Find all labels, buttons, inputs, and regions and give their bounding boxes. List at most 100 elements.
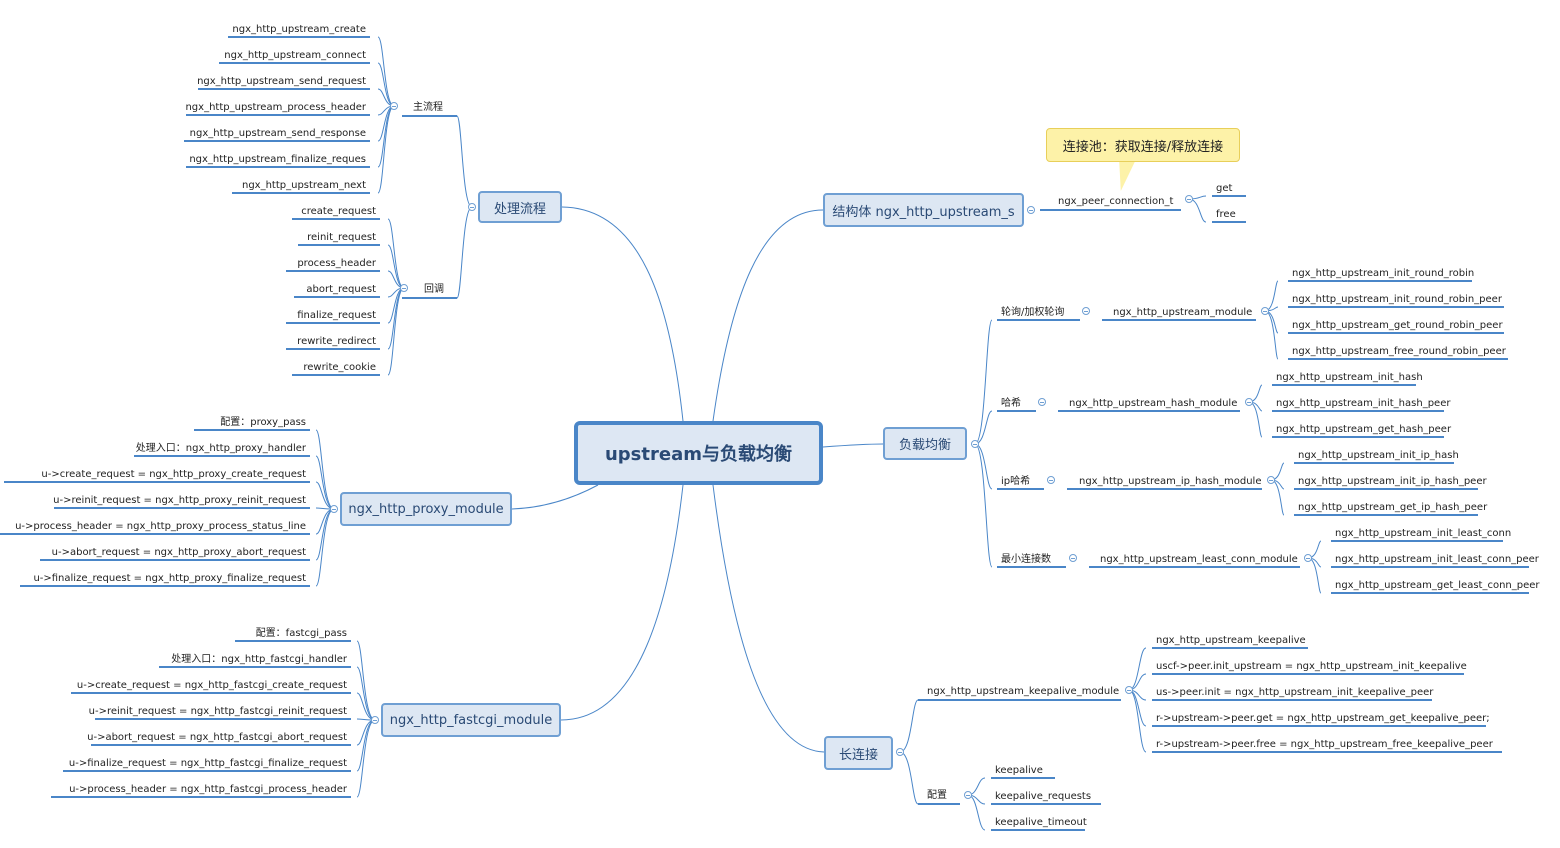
collapse-toggle-icon[interactable] <box>1027 206 1035 214</box>
keepalive-config-item[interactable]: keepalive_timeout <box>995 817 1087 828</box>
lb-function-item[interactable]: ngx_http_upstream_init_ip_hash_peer <box>1298 476 1487 487</box>
main-flow-item[interactable]: ngx_http_upstream_process_header <box>185 102 366 113</box>
callback-item[interactable]: process_header <box>297 258 376 269</box>
lb-strategy-label[interactable]: ip哈希 <box>1001 476 1031 487</box>
proxy-item[interactable]: 处理入口：ngx_http_proxy_handler <box>135 443 306 454</box>
connector-curve <box>967 794 986 831</box>
lb-module-node[interactable]: ngx_http_upstream_hash_module <box>1069 398 1238 409</box>
proxy-item[interactable]: u->abort_request = ngx_http_proxy_abort_… <box>51 547 306 558</box>
collapse-toggle-icon[interactable] <box>1047 476 1055 484</box>
proxy-item[interactable]: u->process_header = ngx_http_proxy_proce… <box>15 521 306 532</box>
lb-function-item[interactable]: ngx_http_upstream_init_round_robin_peer <box>1292 294 1502 305</box>
lb-function-item[interactable]: ngx_http_upstream_get_round_robin_peer <box>1292 320 1503 331</box>
connector-curve <box>1264 280 1279 312</box>
main-flow-item[interactable]: ngx_http_upstream_create <box>232 24 366 35</box>
connector-curve <box>387 218 405 289</box>
connector-curve <box>456 206 473 299</box>
lb-strategy-label[interactable]: 哈希 <box>1001 398 1021 409</box>
main-flow-item[interactable]: ngx_http_upstream_connect <box>224 50 366 61</box>
collapse-toggle-icon[interactable] <box>964 791 972 799</box>
keepalive-config-item[interactable]: keepalive_requests <box>995 791 1092 802</box>
keepalive-config-label[interactable]: 配置 <box>927 790 947 801</box>
callback-item[interactable]: rewrite_cookie <box>303 362 376 373</box>
lb-strategy-label[interactable]: 轮询/加权轮询 <box>1001 307 1065 318</box>
fastcgi-item[interactable]: u->abort_request = ngx_http_fastcgi_abor… <box>87 732 347 743</box>
keepalive-module-item[interactable]: ngx_http_upstream_keepalive <box>1156 635 1306 646</box>
branch-callbacks[interactable]: 回调 <box>424 284 444 295</box>
lb-module-node[interactable]: ngx_http_upstream_least_conn_module <box>1100 554 1298 565</box>
connector-curve <box>456 115 473 208</box>
fastcgi-item[interactable]: u->finalize_request = ngx_http_fastcgi_f… <box>68 758 347 769</box>
collapse-toggle-icon[interactable] <box>1038 398 1046 406</box>
topic-load-balance[interactable]: 负载均衡 <box>883 427 967 460</box>
root-topic[interactable]: upstream与负载均衡 <box>574 421 823 485</box>
proxy-item[interactable]: u->reinit_request = ngx_http_proxy_reini… <box>53 495 306 506</box>
main-flow-item[interactable]: ngx_http_upstream_next <box>241 180 366 191</box>
fastcgi-item[interactable]: u->reinit_request = ngx_http_fastcgi_rei… <box>88 706 347 717</box>
collapse-toggle-icon[interactable] <box>971 440 979 448</box>
topic-fastcgi-module[interactable]: ngx_http_fastcgi_module <box>381 703 561 737</box>
connector-curve <box>315 429 335 510</box>
proxy-item[interactable]: u->finalize_request = ngx_http_proxy_fin… <box>33 573 306 584</box>
keepalive-module-item[interactable]: us->peer.init = ngx_http_upstream_init_k… <box>1156 687 1434 698</box>
lb-function-item[interactable]: ngx_http_upstream_init_least_conn <box>1335 528 1512 539</box>
peer-connection-node[interactable]: ngx_peer_connection_t <box>1058 196 1174 207</box>
proxy-item[interactable]: u->create_request = ngx_http_proxy_creat… <box>41 469 306 480</box>
fastcgi-item[interactable]: 配置：fastcgi_pass <box>255 628 347 639</box>
keepalive-module-item[interactable]: uscf->peer.init_upstream = ngx_http_upst… <box>1156 661 1467 672</box>
collapse-toggle-icon[interactable] <box>330 505 338 513</box>
topic-keepalive[interactable]: 长连接 <box>824 736 893 770</box>
lb-module-node[interactable]: ngx_http_upstream_ip_hash_module <box>1079 476 1262 487</box>
proxy-item[interactable]: 配置：proxy_pass <box>220 417 306 428</box>
topic-processing[interactable]: 处理流程 <box>478 191 562 223</box>
collapse-toggle-icon[interactable] <box>896 748 904 756</box>
lb-function-item[interactable]: ngx_http_upstream_get_ip_hash_peer <box>1298 502 1488 513</box>
topic-struct[interactable]: 结构体 ngx_http_upstream_s <box>823 193 1024 227</box>
collapse-toggle-icon[interactable] <box>400 284 408 292</box>
lb-function-item[interactable]: ngx_http_upstream_init_hash_peer <box>1276 398 1451 409</box>
fastcgi-item[interactable]: u->create_request = ngx_http_fastcgi_cre… <box>76 680 347 691</box>
keepalive-module-item[interactable]: r->upstream->peer.free = ngx_http_upstre… <box>1156 739 1493 750</box>
lb-function-item[interactable]: ngx_http_upstream_init_hash <box>1276 372 1423 383</box>
pool-op-item[interactable]: get <box>1216 183 1233 194</box>
collapse-toggle-icon[interactable] <box>1245 398 1253 406</box>
connector-curve <box>974 319 993 445</box>
keepalive-module-item[interactable]: r->upstream->peer.get = ngx_http_upstrea… <box>1156 713 1490 724</box>
lb-function-item[interactable]: ngx_http_upstream_get_hash_peer <box>1276 424 1452 435</box>
collapse-toggle-icon[interactable] <box>1267 476 1275 484</box>
collapse-toggle-icon[interactable] <box>1304 554 1312 562</box>
keepalive-module-node[interactable]: ngx_http_upstream_keepalive_module <box>927 686 1120 697</box>
lb-function-item[interactable]: ngx_http_upstream_init_ip_hash <box>1298 450 1459 461</box>
connector-curve <box>511 484 599 510</box>
callback-item[interactable]: finalize_request <box>297 310 376 321</box>
fastcgi-item[interactable]: 处理入口：ngx_http_fastcgi_handler <box>171 654 347 665</box>
collapse-toggle-icon[interactable] <box>371 716 379 724</box>
callback-item[interactable]: rewrite_redirect <box>297 336 376 347</box>
collapse-toggle-icon[interactable] <box>1069 554 1077 562</box>
keepalive-config-item[interactable]: keepalive <box>995 765 1043 776</box>
lb-module-node[interactable]: ngx_http_upstream_module <box>1113 307 1253 318</box>
callback-item[interactable]: abort_request <box>306 284 376 295</box>
collapse-toggle-icon[interactable] <box>1185 195 1193 203</box>
lb-function-item[interactable]: ngx_http_upstream_init_round_robin <box>1292 268 1475 279</box>
pool-op-item[interactable]: free <box>1216 209 1236 220</box>
lb-function-item[interactable]: ngx_http_upstream_init_least_conn_peer <box>1335 554 1539 565</box>
callback-item[interactable]: create_request <box>301 206 376 217</box>
lb-strategy-label[interactable]: 最小连接数 <box>1001 554 1051 565</box>
collapse-toggle-icon[interactable] <box>390 102 398 110</box>
fastcgi-item[interactable]: u->process_header = ngx_http_fastcgi_pro… <box>69 784 347 795</box>
callback-item[interactable]: reinit_request <box>307 232 376 243</box>
lb-function-item[interactable]: ngx_http_upstream_get_least_conn_peer <box>1335 580 1540 591</box>
main-flow-item[interactable]: ngx_http_upstream_send_request <box>197 76 366 87</box>
collapse-toggle-icon[interactable] <box>1261 307 1269 315</box>
collapse-toggle-icon[interactable] <box>468 203 476 211</box>
collapse-toggle-icon[interactable] <box>1082 307 1090 315</box>
branch-main-flow[interactable]: 主流程 <box>413 102 443 113</box>
connector-curve <box>356 640 376 721</box>
collapse-toggle-icon[interactable] <box>1125 686 1133 694</box>
lb-function-item[interactable]: ngx_http_upstream_free_round_robin_peer <box>1292 346 1506 357</box>
topic-proxy-module[interactable]: ngx_http_proxy_module <box>340 492 512 526</box>
main-flow-item[interactable]: ngx_http_upstream_send_response <box>189 128 366 139</box>
main-flow-item[interactable]: ngx_http_upstream_finalize_reques <box>189 154 366 165</box>
